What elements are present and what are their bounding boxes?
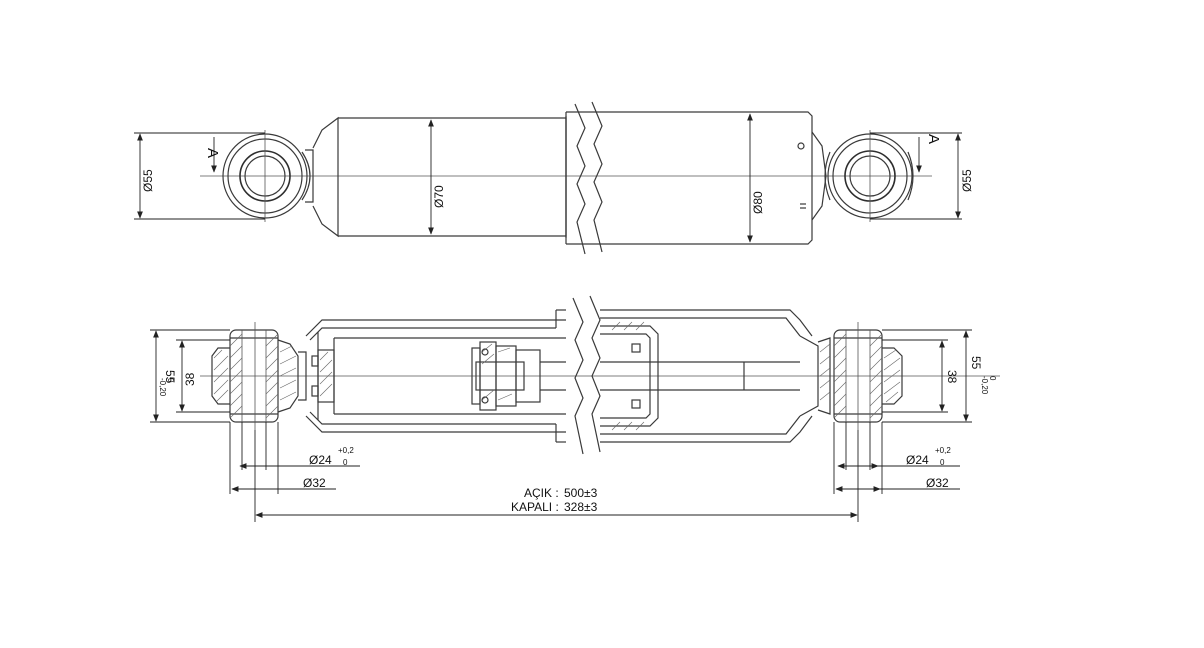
eye-height-right-tol-dn: -0,20	[980, 376, 989, 395]
section-mark-left: A	[204, 148, 221, 158]
bush-height-left-label: 38	[183, 372, 197, 386]
piston-assembly	[471, 341, 541, 411]
pressure-tube	[334, 337, 566, 415]
right-neck	[799, 335, 819, 417]
base-valve	[311, 349, 335, 403]
eye-diameter-left-label: Ø55	[141, 169, 155, 192]
left-cap-ring	[305, 149, 314, 203]
eye-height-left-main: 55	[163, 370, 177, 384]
left-neck	[298, 351, 307, 401]
right-end-cap	[811, 131, 827, 221]
eye-height-right-main: 55	[969, 356, 983, 370]
bore-right-main: Ø24	[906, 453, 929, 467]
eye-height-left-tol-up: 0	[166, 378, 175, 383]
exterior-view: Ø55 Ø55 A A Ø70 Ø80	[134, 101, 974, 255]
open-length-label: AÇIK :	[524, 486, 559, 500]
piston-rod	[540, 361, 566, 391]
bore-left-tol-dn: 0	[343, 458, 348, 467]
bore-right-tol-up: +0,2	[935, 446, 951, 455]
dust-tube	[338, 117, 567, 237]
eye-height-right-tol-up: 0	[988, 376, 997, 381]
right-eye	[824, 130, 914, 222]
tube-diameter-label: Ø70	[432, 185, 446, 208]
bore-left-tol-up: +0,2	[338, 446, 354, 455]
eye-diameter-right-label: Ø55	[960, 169, 974, 192]
bush-diameter-left: Ø32	[303, 476, 326, 490]
bore-right-tol-dn: 0	[940, 458, 945, 467]
section-mark-right: A	[925, 134, 942, 144]
eye-height-left-tol-dn: -0,20	[158, 378, 167, 397]
bore-left-main: Ø24	[309, 453, 332, 467]
cylinder-body	[566, 111, 813, 245]
right-eye-section	[817, 322, 903, 430]
left-eye	[222, 130, 311, 222]
outer-tube	[305, 319, 566, 433]
break-lines-top	[574, 101, 603, 255]
open-length-value: 500±3	[564, 486, 598, 500]
cylinder-body-section	[600, 309, 813, 443]
left-eye-section	[211, 322, 299, 430]
section-view: 55 0 -0,20 38 55 0 -0,20 38 Ø24 +0,2 0 Ø…	[150, 295, 1000, 522]
closed-length-label: KAPALI :	[511, 500, 559, 514]
break-lines-section	[572, 295, 601, 455]
bush-diameter-right: Ø32	[926, 476, 949, 490]
bush-height-right-label: 38	[945, 370, 959, 384]
closed-length-value: 328±3	[564, 500, 598, 514]
left-end-cap	[312, 116, 339, 238]
body-diameter-label: Ø80	[751, 191, 765, 214]
